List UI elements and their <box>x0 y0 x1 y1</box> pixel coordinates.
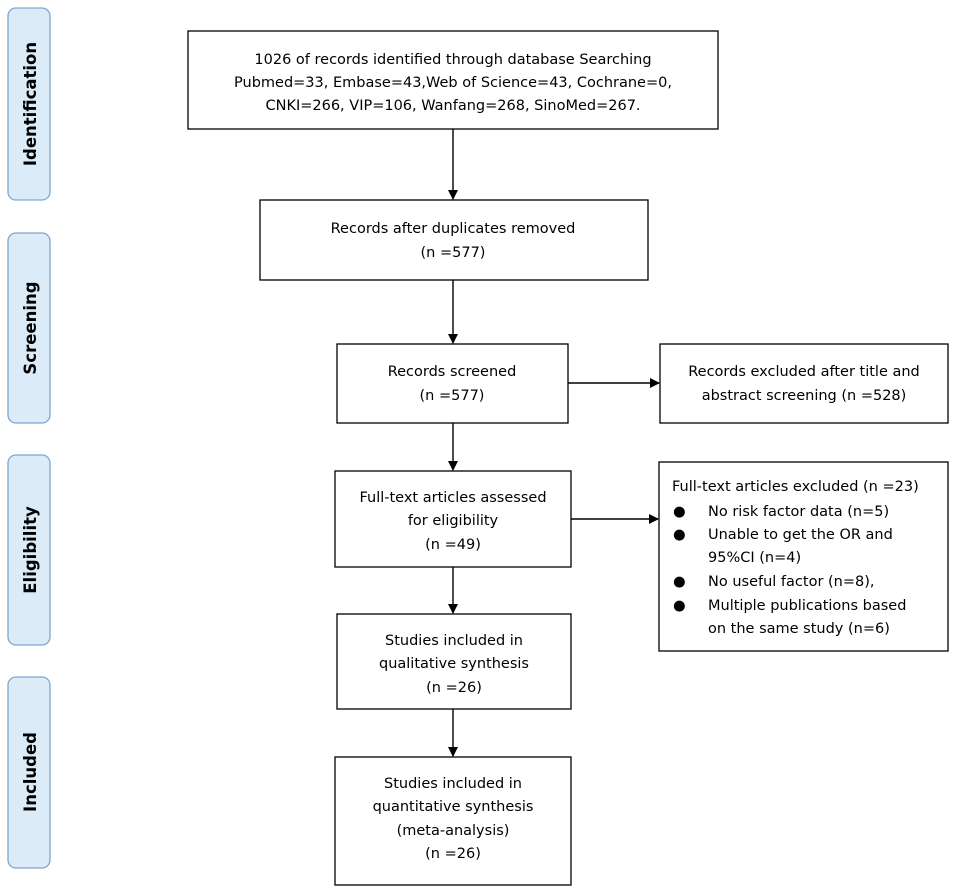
excluded-title-line-1: Records excluded after title and <box>688 364 920 380</box>
excluded-item-2b: 95%CI (n=4) <box>708 550 801 566</box>
duplicates-line-1: Records after duplicates removed <box>331 221 576 237</box>
stage-screening: Screening <box>7 232 51 424</box>
screened-line-1: Records screened <box>388 364 517 380</box>
box-quantitative-synthesis: Studies included in quantitative synthes… <box>334 756 572 886</box>
stage-identification: Identification <box>7 7 51 201</box>
stage-included-label: Included <box>21 732 40 812</box>
bullet-4: ● <box>673 598 686 614</box>
box-fulltext-assessed: Full-text articles assessed for eligibil… <box>334 470 572 568</box>
fulltext-line-3: (n =49) <box>425 537 481 553</box>
box-fulltext-excluded: Full-text articles excluded (n =23) ● No… <box>658 461 949 652</box>
identified-line-2: Pubmed=33, Embase=43,Web of Science=43, … <box>234 75 672 91</box>
fulltext-line-2: for eligibility <box>408 513 499 529</box>
excluded-item-4a: Multiple publications based <box>708 598 906 614</box>
stage-included: Included <box>7 676 51 869</box>
excluded-item-1: No risk factor data (n=5) <box>708 504 889 520</box>
identified-line-1: 1026 of records identified through datab… <box>254 52 651 68</box>
bullet-3: ● <box>673 574 686 590</box>
fulltext-excluded-title: Full-text articles excluded (n =23) <box>672 479 919 495</box>
duplicates-line-2: (n =577) <box>421 245 486 261</box>
screened-line-2: (n =577) <box>420 388 485 404</box>
excluded-item-3: No useful factor (n=8), <box>708 574 875 590</box>
stage-screening-label: Screening <box>21 281 40 374</box>
excluded-item-4b: on the same study (n=6) <box>708 621 890 637</box>
box-records-identified: 1026 of records identified through datab… <box>187 30 719 130</box>
stage-eligibility: Eligibility <box>7 454 51 646</box>
quantitative-line-3: (meta-analysis) <box>397 823 510 839</box>
quantitative-line-2: quantitative synthesis <box>373 799 534 815</box>
box-records-excluded: Records excluded after title and abstrac… <box>659 343 949 424</box>
box-duplicates-removed: Records after duplicates removed (n =577… <box>259 199 649 281</box>
excluded-title-line-2: abstract screening (n =528) <box>702 388 907 404</box>
qualitative-line-3: (n =26) <box>426 680 482 696</box>
identified-line-3: CNKI=266, VIP=106, Wanfang=268, SinoMed=… <box>265 98 640 114</box>
bullet-2: ● <box>673 527 686 543</box>
stage-identification-label: Identification <box>21 42 40 166</box>
box-records-screened: Records screened (n =577) <box>336 343 569 424</box>
quantitative-line-4: (n =26) <box>425 846 481 862</box>
stage-eligibility-label: Eligibility <box>21 506 40 594</box>
qualitative-line-1: Studies included in <box>385 633 523 649</box>
quantitative-line-1: Studies included in <box>384 776 522 792</box>
excluded-item-2a: Unable to get the OR and <box>708 527 893 543</box>
bullet-1: ● <box>673 504 686 520</box>
qualitative-line-2: qualitative synthesis <box>379 656 529 672</box>
box-qualitative-synthesis: Studies included in qualitative synthesi… <box>336 613 572 710</box>
fulltext-line-1: Full-text articles assessed <box>359 490 546 506</box>
